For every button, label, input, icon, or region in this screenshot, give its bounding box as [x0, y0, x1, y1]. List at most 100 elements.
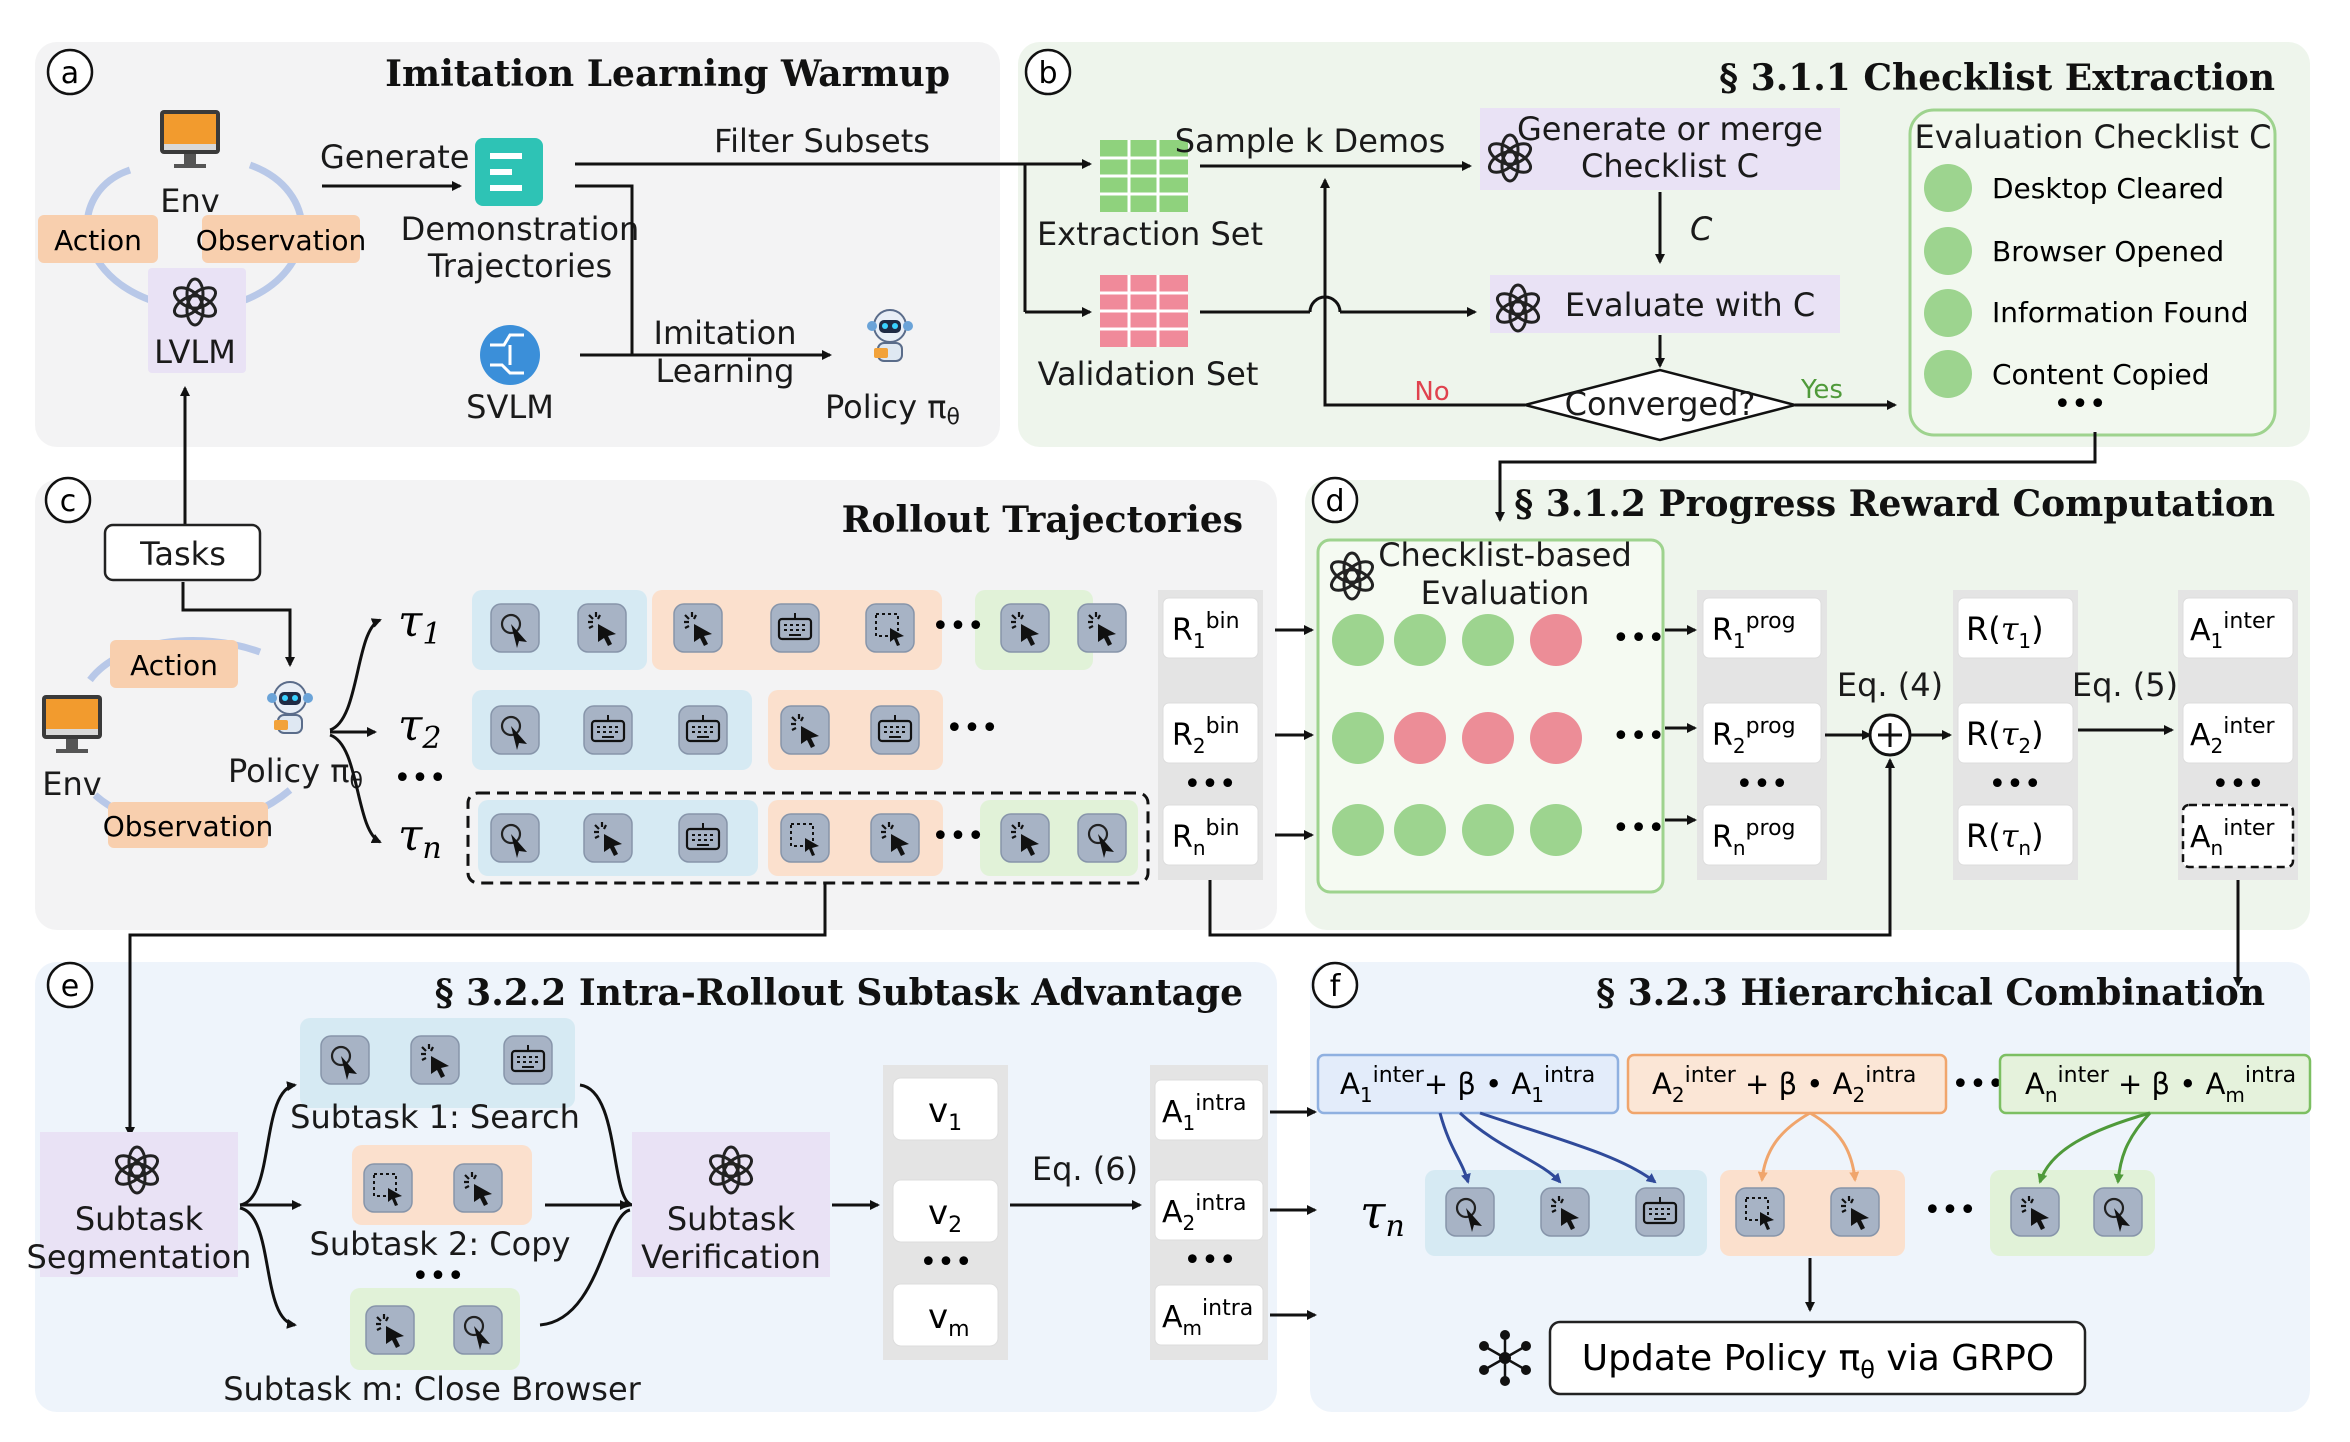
panel-e: e § 3.2.2 Intra-Rollout Subtask Advantag…: [27, 961, 1317, 1408]
eval-dot-red: [1530, 712, 1582, 764]
pointer-icon: [1539, 1186, 1591, 1238]
panel-d: d § 3.1.2 Progress Reward Computation Ch…: [1311, 476, 2298, 987]
subtask2-label: Subtask 2: Copy: [310, 1225, 571, 1263]
keyboard-icon: [769, 602, 821, 654]
vdots: •••: [1735, 767, 1788, 802]
lvlm-label: LVLM: [154, 333, 236, 371]
keyboard-icon: [1634, 1186, 1686, 1238]
eval-dot-red: [1462, 712, 1514, 764]
checklist-title: Evaluation Checklist C: [1915, 118, 2272, 156]
click-icon: [489, 704, 541, 756]
rtau-label: R(τ1): [1966, 610, 2044, 653]
keyboard-icon: [869, 704, 921, 756]
extraction-set-label: Extraction Set: [1037, 215, 1263, 253]
svlm-label: SVLM: [466, 388, 554, 426]
combo-label: A1inter+ β • A1intra: [1340, 1063, 1595, 1107]
panel-c: c Rollout Trajectories Tasks Action Env …: [42, 476, 1895, 1137]
panel-c-title: Rollout Trajectories: [842, 499, 1243, 541]
generate-label: Generate: [320, 138, 469, 176]
ellipsis: •••: [1923, 1193, 1976, 1228]
keyboard-icon: [582, 704, 634, 756]
click-icon: [1444, 1186, 1496, 1238]
click-icon: [489, 602, 541, 654]
yes-label: Yes: [1800, 375, 1843, 405]
pointer-icon: [1076, 602, 1128, 654]
pointer-icon: [1829, 1186, 1881, 1238]
eval-dot-green: [1394, 804, 1446, 856]
observation-label: Observation: [103, 810, 274, 843]
evaluate-label: Evaluate with C: [1565, 286, 1815, 324]
checklist-ellipsis: •••: [2053, 387, 2106, 422]
ellipsis: •••: [931, 819, 984, 854]
panel-f: f § 3.2.3 Hierarchical Combination A1int…: [1311, 961, 2312, 1396]
eq5-label: Eq. (5): [2072, 666, 2178, 704]
panel-a: a Imitation Learning Warmup Env Action O…: [38, 48, 1092, 525]
policy-label: Policy πθ: [228, 752, 363, 794]
ellipsis: •••: [931, 609, 984, 644]
ellipsis: •••: [1612, 811, 1665, 846]
keyboard-icon: [502, 1034, 554, 1086]
vdots: •••: [1183, 1243, 1236, 1278]
click-icon: [489, 812, 541, 864]
combo-label: Aninter + β • Amintra: [2025, 1063, 2296, 1107]
demo-line2: Trajectories: [427, 247, 612, 285]
panel-c-letter: c: [60, 484, 77, 519]
pointer-icon: [869, 812, 921, 864]
seg-line1: Subtask: [75, 1200, 204, 1238]
eval-dot-green: [1394, 614, 1446, 666]
checklist-item: Browser Opened: [1992, 235, 2224, 268]
ellipsis: •••: [1612, 719, 1665, 754]
table-icon-pink: [1100, 275, 1188, 347]
subtask1-label: Subtask 1: Search: [290, 1098, 580, 1136]
converged-label: Converged?: [1565, 385, 1756, 423]
pointer-icon: [582, 812, 634, 864]
generate-merge-line1: Generate or merge: [1517, 110, 1823, 148]
pointer-icon: [672, 602, 724, 654]
click-icon: [1076, 812, 1128, 864]
eval-dot-green: [1462, 804, 1514, 856]
panel-e-letter: e: [61, 969, 79, 1004]
eval-dot-green: [1332, 804, 1384, 856]
keyboard-icon: [677, 812, 729, 864]
vdots: •••: [1988, 767, 2041, 802]
keyboard-icon: [677, 704, 729, 756]
panel-f-title: § 3.2.3 Hierarchical Combination: [1596, 972, 2265, 1014]
pointer-icon: [999, 602, 1051, 654]
select-icon: [363, 1163, 413, 1213]
panel-a-title: Imitation Learning Warmup: [385, 53, 950, 95]
network-icon: [1479, 1330, 1531, 1386]
generate-merge-line2: Checklist C: [1581, 147, 1759, 185]
env-label: Env: [42, 765, 101, 803]
panel-a-bg: [35, 42, 1000, 447]
checklist-item: Content Copied: [1992, 358, 2210, 391]
vdots: •••: [919, 1245, 972, 1280]
click-icon: [319, 1034, 371, 1086]
ver-line1: Subtask: [667, 1200, 796, 1238]
ellipsis: •••: [1951, 1067, 2004, 1102]
ellipsis: •••: [945, 711, 998, 746]
checklist-eval-line1: Checklist-based: [1378, 536, 1632, 574]
eval-dot-green: [1332, 614, 1384, 666]
seg-line2: Segmentation: [27, 1238, 252, 1276]
checklist-item: Desktop Cleared: [1992, 172, 2224, 205]
eval-dot-green: [1530, 804, 1582, 856]
observation-label: Observation: [196, 224, 367, 257]
select-icon: [1735, 1187, 1785, 1237]
validation-set-label: Validation Set: [1038, 355, 1259, 393]
vdots: •••: [393, 761, 446, 796]
rtau-label: R(τn): [1966, 817, 2044, 860]
eval-dot-red: [1530, 614, 1582, 666]
table-icon-green: [1100, 140, 1188, 212]
panel-b-letter: b: [1038, 56, 1057, 91]
demo-line1: Demonstration: [401, 210, 640, 248]
eval-dot-green: [1332, 712, 1384, 764]
eval-dot-red: [1394, 712, 1446, 764]
checklist-eval-line2: Evaluation: [1421, 574, 1590, 612]
env-label: Env: [160, 182, 219, 220]
no-label: No: [1414, 377, 1449, 407]
rtau-label: R(τ2): [1966, 715, 2044, 758]
sample-k-label: Sample k Demos: [1175, 122, 1446, 160]
panel-d-title: § 3.1.2 Progress Reward Computation: [1514, 483, 2275, 525]
tasks-label: Tasks: [139, 535, 226, 573]
click-icon: [452, 1304, 504, 1356]
